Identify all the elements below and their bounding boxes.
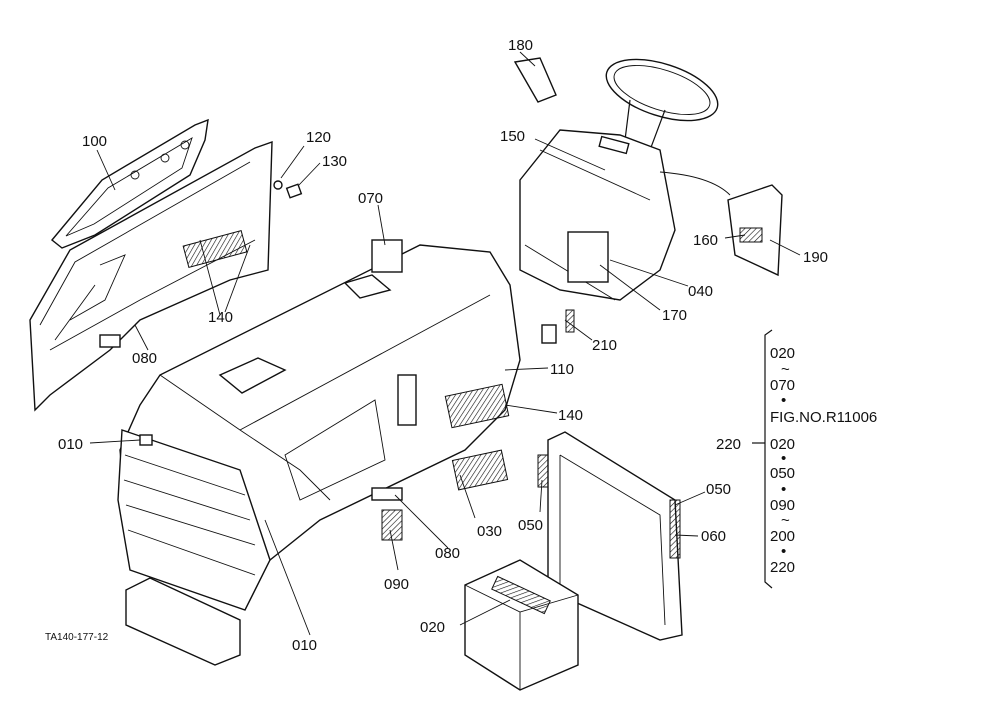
callout-040: 040 — [688, 283, 713, 300]
callout-190: 190 — [803, 249, 828, 266]
callout-120: 120 — [306, 129, 331, 146]
set-separator-5: ~ — [781, 512, 790, 529]
steering-wheel — [605, 58, 719, 151]
callout-110: 110 — [550, 361, 574, 378]
callout-050-right: 050 — [706, 481, 731, 498]
decal-210 — [541, 309, 575, 344]
callout-130: 130 — [322, 153, 347, 170]
rubber-frame-100 — [51, 118, 209, 249]
leader-lines — [89, 51, 801, 636]
set-item-1: 020 — [770, 345, 795, 362]
callout-090: 090 — [384, 576, 409, 593]
front-grille — [117, 429, 271, 611]
callout-170: 170 — [662, 307, 687, 324]
callout-080-upper: 080 — [132, 350, 157, 367]
callout-010-bottom: 010 — [292, 637, 317, 654]
callout-210: 210 — [592, 337, 617, 354]
callout-030: 030 — [477, 523, 502, 540]
dash-decal-040 — [567, 231, 609, 283]
hood-side-vent — [397, 374, 417, 426]
callout-070: 070 — [358, 190, 383, 207]
radiator — [537, 431, 683, 641]
set-item-3: FIG.NO.R11006 — [770, 409, 877, 426]
callout-140-upper: 140 — [208, 309, 233, 326]
set-separator-2: • — [781, 392, 786, 409]
switch-box-160 — [727, 184, 783, 277]
callout-020: 020 — [420, 619, 445, 636]
decal-050-left — [537, 454, 549, 488]
decal-030 — [451, 449, 509, 491]
callout-220: 220 — [716, 436, 741, 453]
dash-panel — [519, 129, 676, 301]
set-separator-3: • — [781, 450, 786, 467]
side-panel — [29, 140, 273, 412]
callout-100: 100 — [82, 133, 107, 150]
set-separator-1: ~ — [781, 361, 790, 378]
set-separator-4: • — [781, 481, 786, 498]
callout-080-lower: 080 — [435, 545, 460, 562]
set-item-5: 050 — [770, 465, 795, 482]
set-bracket — [752, 329, 773, 589]
decal-050-060 — [669, 499, 681, 559]
panel-decal-140 — [182, 229, 248, 269]
callout-050-left: 050 — [518, 517, 543, 534]
knob-180 — [513, 57, 557, 103]
diagram-code: TA140-177-12 — [45, 632, 109, 643]
callout-150: 150 — [500, 128, 525, 145]
set-item-6: 090 — [770, 497, 795, 514]
set-item-2: 070 — [770, 377, 795, 394]
emblem-010 — [139, 434, 153, 446]
battery-020 — [464, 559, 579, 691]
set-item-8: 220 — [770, 559, 795, 576]
callout-010-left: 010 — [58, 436, 83, 453]
set-item-4: 020 — [770, 436, 795, 453]
set-item-7: 200 — [770, 528, 795, 545]
callout-160: 160 — [693, 232, 718, 249]
set-separator-6: • — [781, 543, 786, 560]
battery-decal — [491, 575, 551, 615]
front-weight — [125, 577, 241, 666]
panel-vent — [99, 334, 121, 348]
fastener-120-130 — [273, 180, 303, 199]
decal-090 — [381, 509, 403, 541]
callout-060: 060 — [701, 528, 726, 545]
callout-180: 180 — [508, 37, 533, 54]
hood-decals — [371, 383, 510, 541]
decal-140-lower — [444, 383, 510, 429]
decal-080-lower — [371, 487, 403, 501]
set-list: 020 ~ 070 • FIG.NO.R11006 020 • 050 • 09… — [770, 345, 877, 576]
hood-latch-070 — [371, 239, 403, 273]
callout-140-lower: 140 — [558, 407, 583, 424]
